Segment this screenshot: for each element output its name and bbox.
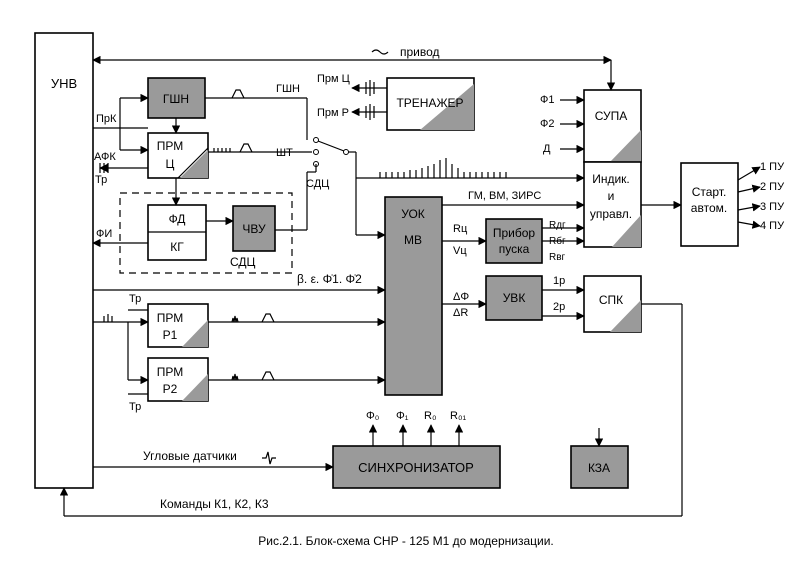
prm-r1-block: ПРМ Р1 <box>147 303 209 348</box>
gshn-block: ГШН <box>147 77 206 119</box>
prm-r2-label-2: Р2 <box>163 382 178 396</box>
chvu-label: ЧВУ <box>242 222 266 236</box>
sdc-switch-label: СДЦ <box>306 178 329 190</box>
f2-label: Ф2 <box>540 118 554 130</box>
sht-label: ШТ <box>276 147 293 159</box>
spk-label: СПК <box>599 293 623 307</box>
prm-c-block: ПРМ Ц <box>147 132 209 179</box>
vc-label: Vц <box>453 245 467 257</box>
pu1-label: 1 ПУ <box>760 161 785 173</box>
start-label-2: автом. <box>691 201 727 215</box>
prm-r1-label-2: Р1 <box>163 328 178 342</box>
r01-label: R₀₁ <box>450 410 467 422</box>
sdc-dashed-frame <box>119 192 293 274</box>
trenazher-label: ТРЕНАЖЕР <box>396 96 463 110</box>
trenazher-block: ТРЕНАЖЕР <box>386 77 475 131</box>
kg-label: КГ <box>170 240 184 254</box>
pribor-label-1: Прибор <box>493 226 536 240</box>
pribor-pusk-block: Прибор пуска <box>485 218 543 264</box>
prm-r1-label-1: ПРМ <box>157 311 184 325</box>
uok-block: УОК МВ <box>384 196 443 396</box>
prm-r-top-label: Прм Р <box>317 107 349 119</box>
prm-c-label-2: Ц <box>166 157 175 171</box>
prm-r2-block: ПРМ Р2 <box>147 357 209 402</box>
privod-label: привод <box>400 45 440 59</box>
r0-label: R₀ <box>424 410 437 422</box>
pu4-label: 4 ПУ <box>760 220 785 232</box>
pulse-ticks-prm-c <box>213 148 231 152</box>
unv-block: УНВ <box>34 32 94 489</box>
spk-block: СПК <box>583 275 642 333</box>
r-ticks <box>103 314 113 322</box>
sync-block: СИНХРОНИЗАТОР <box>332 445 501 489</box>
supa-block: СУПА <box>583 89 642 163</box>
phi1-label: Φ₁ <box>396 410 409 422</box>
connections: привод ПрК АФК Тр ГШН ШТ <box>59 45 785 517</box>
uvk-block: УВК <box>485 275 543 321</box>
uglovye-label: Угловые датчики <box>143 449 237 463</box>
fd-label: ФД <box>169 212 186 226</box>
dphi-label: ΔΦ <box>453 291 469 303</box>
indik-label-2: и <box>608 189 615 203</box>
fd-kg-block: ФД КГ <box>147 204 207 261</box>
kza-block: КЗА <box>570 445 629 489</box>
pu2-label: 2 ПУ <box>760 181 785 193</box>
indik-label-1: Индик. <box>592 172 630 186</box>
tr-r1-label: Тр <box>129 293 141 305</box>
rvg-label: Rвг <box>549 252 566 263</box>
start-avtom-block: Старт. автом. <box>680 162 739 247</box>
rc-label: Rц <box>453 223 468 235</box>
kza-label: КЗА <box>588 461 610 475</box>
uok-label-1: УОК <box>401 207 425 221</box>
prm-r2-label-1: ПРМ <box>157 365 184 379</box>
p1-label: 1р <box>553 275 565 287</box>
f1-label: Ф1 <box>540 94 554 106</box>
uvk-label: УВК <box>503 291 526 305</box>
afk-label: АФК <box>94 151 116 163</box>
p2-label: 2р <box>553 301 565 313</box>
tr-r2-label: Тр <box>129 401 141 413</box>
fi-label: ФИ <box>96 228 112 240</box>
pulse-ticks-main <box>379 158 507 178</box>
prm-c-label-1: ПРМ <box>157 139 184 153</box>
supa-label: СУПА <box>595 109 628 123</box>
phi0-label: Φ₀ <box>366 410 379 422</box>
pu3-label: 3 ПУ <box>760 201 785 213</box>
gm-label: ГМ, ВМ, ЗИРС <box>468 190 541 202</box>
start-label-1: Старт. <box>692 185 727 199</box>
prk-label: ПрК <box>96 113 117 125</box>
figure-caption: Рис.2.1. Блок-схема СНР - 125 М1 до моде… <box>258 534 554 548</box>
d-label: Д <box>543 143 551 155</box>
rdg-label: Rдг <box>549 220 566 231</box>
komandy-label: Команды К1, К2, К3 <box>160 497 269 511</box>
trenazher-ticks <box>365 80 375 120</box>
sync-label: СИНХРОНИЗАТОР <box>358 460 474 475</box>
beta-label: β. ε. Φ̇1. Φ̇2 <box>297 272 362 286</box>
sdc-box-label: СДЦ <box>230 255 256 269</box>
gshn-label: ГШН <box>163 92 189 106</box>
gshn-line-label: ГШН <box>276 83 300 95</box>
indik-block: Индик. и управл. <box>583 161 642 248</box>
indik-label-3: управл. <box>590 207 632 221</box>
tr-left-label: Тр <box>95 174 107 186</box>
pribor-label-2: пуска <box>499 242 530 256</box>
prm-c-top-label: Прм Ц <box>317 73 350 85</box>
dr-label: ΔR <box>453 307 468 319</box>
rbg-label: Rбг <box>549 235 566 247</box>
uok-label-2: МВ <box>404 233 422 247</box>
chvu-block: ЧВУ <box>232 205 276 252</box>
unv-label: УНВ <box>51 76 77 91</box>
